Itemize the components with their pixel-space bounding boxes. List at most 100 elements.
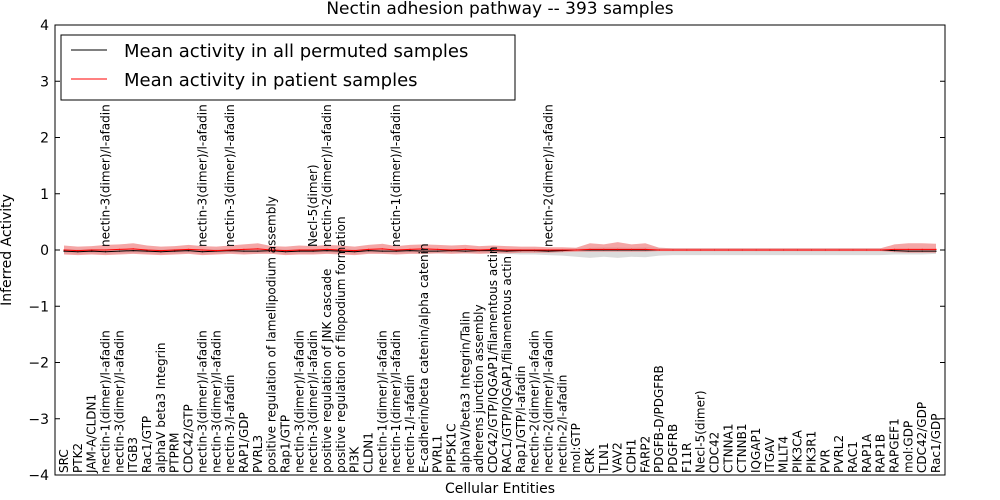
point-series-1-59 [880, 249, 882, 251]
legend-label-patient: Mean activity in patient samples [124, 70, 418, 91]
legend-label-permuted: Mean activity in all permuted samples [124, 41, 468, 62]
point-series-0-21 [354, 251, 356, 253]
point-series-0-20 [340, 250, 342, 252]
point-series-0-3 [104, 251, 107, 253]
point-series-1-32 [506, 249, 508, 251]
point-series-1-55 [824, 249, 826, 251]
x-tick-label: RAPGEF1 [888, 418, 902, 473]
x-tick-label: PIP5K1C [445, 423, 459, 473]
point-series-1-51 [769, 249, 771, 251]
point-series-0-63 [935, 250, 937, 252]
point-series-0-1 [77, 251, 79, 253]
x-tick-label: PDGFB-D/PDGFRB [652, 365, 666, 473]
point-series-1-27 [437, 248, 439, 250]
point-series-1-62 [921, 248, 923, 250]
x-tick-label: ITGAV [763, 436, 777, 473]
x-tick-label: CDH1 [625, 439, 639, 473]
point-series-0-62 [921, 250, 923, 252]
point-series-1-17 [298, 249, 300, 251]
x-tick-label: mol:GTP [569, 423, 583, 473]
point-series-0-10 [201, 251, 203, 253]
point-series-0-31 [492, 250, 494, 252]
point-series-1-41 [630, 248, 633, 250]
point-series-1-12 [229, 249, 231, 251]
point-series-1-36 [561, 249, 563, 251]
point-series-1-26 [423, 248, 425, 250]
x-tick-label: CDC42/GTP/IQGAP1/filamentous actin [486, 247, 500, 473]
x-axis-label: Cellular Entities [445, 481, 555, 497]
x-tick-label: nectin-3(dimer)/l-afadin [112, 330, 126, 473]
y-tick-label: 2 [40, 131, 49, 147]
y-tick-label: −1 [28, 299, 49, 315]
point-series-1-43 [658, 249, 660, 251]
y-tick-label: 0 [40, 243, 49, 259]
point-series-1-39 [603, 248, 605, 250]
x-tick-label: PDGFRB [666, 424, 680, 473]
point-series-0-24 [395, 250, 397, 252]
point-series-1-35 [547, 249, 550, 251]
x-tick-label: PVRL3 [251, 435, 265, 473]
point-series-1-60 [893, 248, 896, 250]
x-tick-label: RAP1A [860, 433, 874, 473]
x-tick-label: nectin-1(dimer)/l-afadin [389, 330, 403, 473]
x-tick-label: PVRL1 [431, 435, 445, 473]
x-tick-label: RAP1B [874, 434, 888, 473]
point-series-1-25 [409, 248, 411, 250]
line-series-1 [63, 248, 936, 252]
point-series-1-46 [700, 249, 702, 251]
point-series-1-8 [174, 249, 176, 251]
x-tick-label: nectin-2(dimer)/l-afadin [528, 330, 542, 473]
x-tick-label: PIK3CA [791, 429, 805, 473]
x-tick-label: PI3K [348, 446, 362, 473]
x-tick-label: Rac1/GTP [140, 416, 154, 473]
x-tick-label: PVRL2 [832, 435, 846, 473]
series-lines [63, 248, 937, 253]
point-series-0-4 [118, 250, 120, 252]
x-tick-label: positive regulation of lamellipodium ass… [265, 196, 279, 473]
point-series-1-4 [118, 248, 120, 250]
x-tick-label: RAC1 [846, 441, 860, 473]
x-tick-label: RAC1/GTP/IQGAP1/filamentous actin [500, 256, 514, 473]
point-series-1-33 [520, 249, 522, 251]
y-tick-label: 1 [40, 187, 49, 203]
point-series-1-31 [492, 248, 494, 250]
point-series-0-26 [423, 250, 425, 252]
x-tick-label: PIK3R1 [804, 431, 818, 473]
y-tick-label: −3 [28, 412, 49, 428]
point-series-1-14 [257, 248, 259, 250]
point-series-0-17 [298, 250, 300, 252]
point-series-1-61 [907, 248, 909, 250]
point-series-1-49 [741, 249, 743, 251]
point-series-1-58 [866, 249, 868, 251]
x-tick-label: nectin-3(dimer)/l-afadin [209, 330, 223, 473]
x-tick-label: TLN1 [597, 442, 611, 474]
x-tick-label: IQGAP1 [749, 428, 763, 473]
point-series-1-47 [713, 249, 716, 251]
x-tick-label-upper: nectin-3(dimer)/l-afadin [195, 104, 209, 247]
point-series-1-23 [381, 248, 383, 250]
x-tick-label-upper: nectin-1(dimer)/l-afadin [389, 104, 403, 247]
point-series-1-24 [395, 249, 397, 251]
x-tick-label: nectin-1(dimer)/l-afadin [99, 330, 113, 473]
point-series-1-9 [188, 248, 190, 250]
x-tick-label: MLLT4 [777, 436, 791, 473]
x-tick-label-upper: nectin-3(dimer)/l-afadin [99, 104, 113, 247]
point-series-1-34 [534, 249, 536, 251]
x-tick-label: nectin-1(dimer)/l-afadin [375, 330, 389, 473]
point-series-1-54 [810, 249, 813, 251]
point-series-1-57 [852, 249, 854, 251]
point-series-1-63 [935, 248, 937, 250]
point-series-1-48 [727, 249, 730, 251]
point-series-0-9 [188, 250, 190, 252]
y-axis-label: Inferred Activity [0, 194, 15, 306]
x-tick-label: CLDN1 [362, 432, 376, 473]
x-tick-label: CRK [583, 447, 597, 473]
x-tick-label: alphaV beta3 Integrin [154, 342, 168, 473]
point-series-1-16 [284, 250, 287, 252]
point-series-1-10 [201, 249, 203, 251]
y-tick-label: 4 [40, 18, 49, 34]
point-series-1-56 [838, 249, 840, 251]
y-tick-label: −4 [28, 468, 49, 484]
x-tick-label: E-cadherin/beta catenin/alpha catenin [417, 243, 431, 473]
x-tick-label: positive regulation of JNK cascade [320, 269, 334, 473]
